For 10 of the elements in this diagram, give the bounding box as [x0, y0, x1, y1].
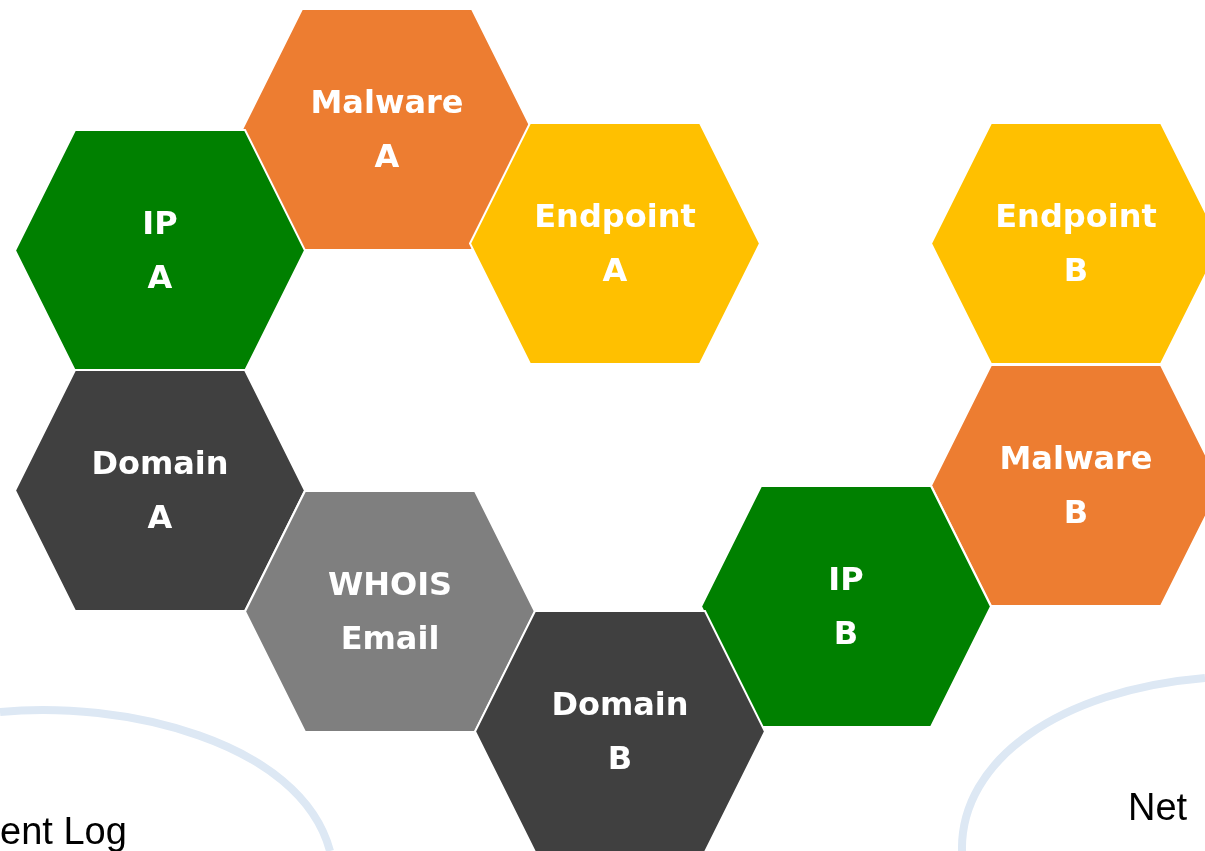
section-label: Net	[1128, 787, 1188, 827]
hexagon-label: IP A	[142, 203, 178, 298]
hexagon-label: Endpoint B	[995, 196, 1157, 291]
hexagon-label: Domain A	[91, 443, 229, 538]
hexagon-label: Domain B	[551, 684, 689, 779]
hexagon-label: Malware A	[310, 82, 464, 177]
hexagon-label: Malware B	[999, 438, 1153, 533]
hexagon-label: WHOIS Email	[327, 564, 453, 659]
hexagon-label: IP B	[828, 559, 864, 654]
hexagon-label: Endpoint A	[534, 196, 696, 291]
